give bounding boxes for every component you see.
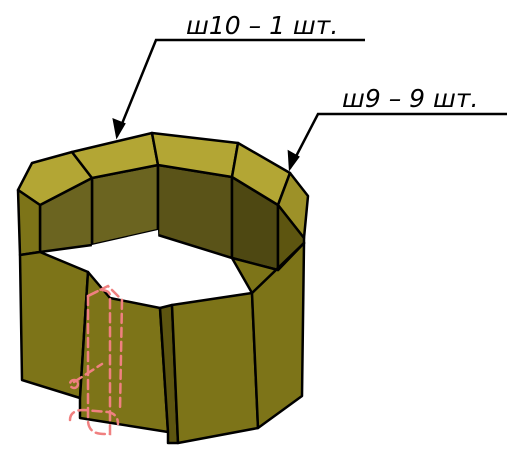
panel-right-edge <box>230 241 306 295</box>
leader-right <box>288 112 507 169</box>
interior-opening <box>88 230 160 298</box>
leader-lines <box>112 38 507 172</box>
panel-front <box>170 291 260 445</box>
callout-right-label: ш9 – 9 шт. <box>342 84 478 113</box>
leader-top <box>115 38 365 137</box>
inner-back-wall-center <box>156 163 234 260</box>
callout-top-label: ш10 – 1 шт. <box>186 11 338 40</box>
cylinder-assembly <box>16 131 310 445</box>
hidden-dashed-pin-icon <box>68 284 124 436</box>
leader-right-arrow-icon <box>287 149 300 172</box>
leader-top-arrow-icon <box>112 117 126 140</box>
panel-front <box>18 250 90 400</box>
